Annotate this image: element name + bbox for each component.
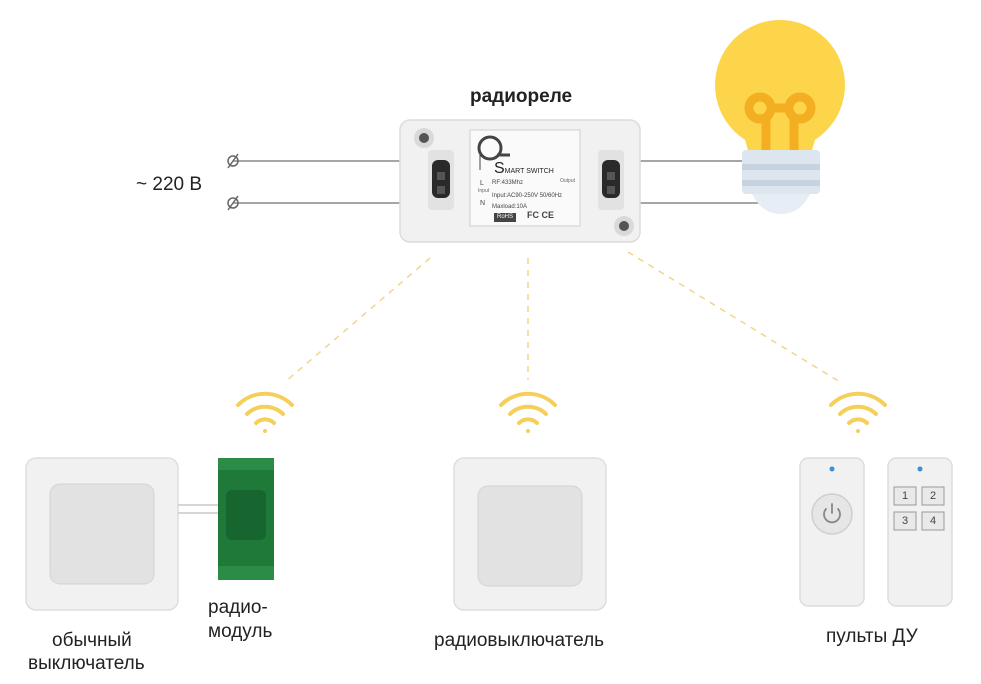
wifi-icon-module — [236, 391, 294, 433]
output-wires — [638, 160, 760, 204]
relay-label: радиореле — [470, 86, 573, 107]
radio-switch-label: радиовыключатель — [434, 630, 605, 651]
power-icon — [823, 503, 841, 524]
radio-relay-device — [399, 119, 641, 243]
remote-button-3: 3 — [901, 515, 909, 527]
voltage-label: ~ 220 В — [136, 174, 203, 195]
remote-button-4: 4 — [929, 515, 937, 527]
radio-module-label-line1: радио- — [208, 597, 268, 618]
remote-control-2 — [887, 457, 953, 607]
remotes-label: пульты ДУ — [826, 626, 918, 647]
switch-module-wires — [178, 504, 218, 514]
relay-rf-spec: RF:433Mhz — [492, 180, 524, 186]
radio-module — [218, 458, 274, 580]
remote-button-1: 1 — [901, 490, 909, 502]
wifi-icon-remotes — [829, 391, 887, 433]
input-wires — [227, 153, 404, 211]
terminal-symbol-2 — [227, 195, 239, 211]
relay-input-side: Input — [478, 188, 490, 194]
relay-terminal-n: N — [480, 200, 486, 207]
relay-rohs-badge: RoHS — [494, 213, 517, 222]
radio-switch — [453, 457, 607, 611]
relay-cert-marks: FC CE — [527, 210, 554, 220]
relay-brand-prefix: S — [494, 160, 505, 177]
radio-links — [284, 251, 841, 383]
ordinary-switch — [25, 457, 179, 611]
remote-button-2: 2 — [929, 490, 937, 502]
relay-brand: SMART SWITCH — [494, 160, 554, 179]
light-bulb-icon — [715, 20, 845, 214]
relay-terminal-l: L — [480, 180, 484, 187]
terminal-symbol-1 — [227, 153, 239, 169]
wifi-icon-radio-switch — [499, 391, 557, 433]
relay-maxload-spec: Maxload:10A — [492, 204, 528, 210]
bulb-filament — [744, 92, 816, 155]
relay-input-spec: Input:AC90-250V 50/60Hz — [492, 193, 563, 199]
relay-brand-text: MART SWITCH — [504, 168, 554, 175]
remote-control-1 — [799, 457, 865, 607]
relay-output-side: Output — [560, 178, 576, 184]
ordinary-switch-label-line1: обычный — [52, 630, 132, 651]
ordinary-switch-label-line2: выключатель — [28, 653, 145, 674]
radio-module-label-line2: модуль — [208, 621, 273, 642]
